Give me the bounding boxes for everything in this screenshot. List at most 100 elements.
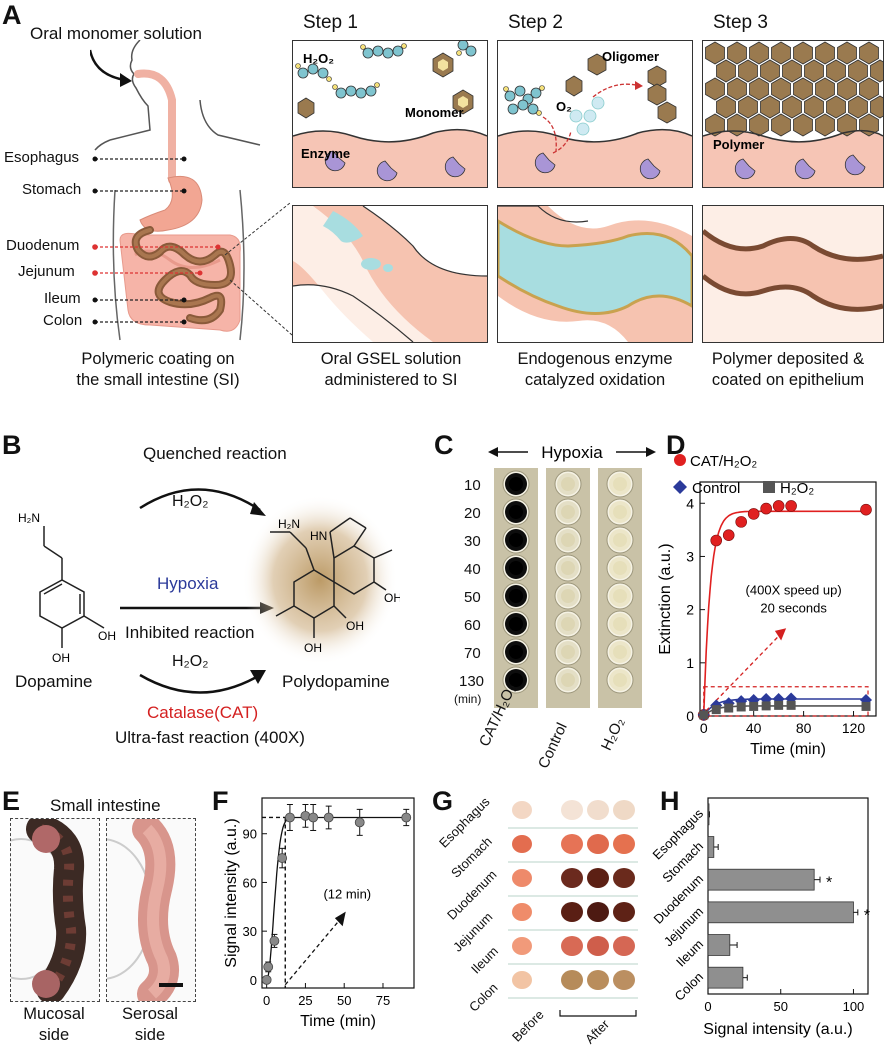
serosal-side-line1: Serosal [122, 1005, 178, 1023]
plot-frame [707, 797, 869, 995]
column-label-control: Control [535, 720, 571, 772]
quenched-reaction-label: Quenched reaction [143, 444, 287, 463]
time-label: 60 [464, 617, 481, 634]
step-2-illustration: Oligomer O₂ [498, 49, 692, 187]
small-intestine-title: Small intestine [50, 796, 161, 815]
h2o2-bottom-label: H₂O₂ [172, 653, 209, 670]
polymer-hexagon [716, 95, 736, 119]
well-liquid [561, 477, 575, 491]
fit-curve [702, 510, 866, 717]
data-point [761, 701, 771, 711]
oral-monomer-label: Oral monomer solution [30, 24, 202, 43]
data-point [747, 694, 760, 707]
polymer-hexagon [749, 77, 769, 101]
data-point [711, 705, 721, 715]
time-label: 70 [464, 645, 481, 662]
x-tick-label: 120 [842, 720, 866, 736]
step-3-tissue-box [702, 205, 884, 343]
hypoxia-header: Hypoxia [541, 443, 603, 462]
tissue-sample-after [561, 868, 583, 888]
well-liquid [561, 589, 575, 603]
annotation-arrowhead [334, 911, 346, 927]
g-organ-label: Duodenum [444, 867, 500, 923]
organ-label-ileum: Ileum [44, 290, 81, 307]
polydopamine-oh-2: OH [346, 619, 364, 633]
bar [707, 901, 854, 924]
bar [707, 836, 715, 858]
data-point [277, 853, 288, 863]
annotation-text: (12 min) [323, 887, 371, 902]
data-point [749, 701, 759, 711]
well-liquid [509, 533, 523, 547]
tissue-sample-after [613, 800, 635, 820]
polydopamine-hn: HN [310, 529, 327, 543]
polymer-hexagon [870, 95, 883, 119]
step-1-tissue-illustration [293, 206, 487, 342]
panel-letter-e: E [2, 786, 21, 816]
step-3-illustration: Polymer [703, 41, 883, 187]
catalase-label: Catalase(CAT) [147, 703, 259, 722]
step-1-title: Step 1 [303, 12, 358, 33]
panel-letter-f: F [212, 786, 229, 816]
data-point [786, 700, 796, 710]
panel-letter-d: D [666, 430, 686, 460]
dopamine-nh2: H₂N [18, 511, 40, 525]
polymer-hexagon [760, 59, 780, 83]
tissue-sample-after [587, 800, 609, 820]
data-point [724, 703, 734, 713]
tissue-sample-after [561, 834, 583, 854]
polymer-hexagon [771, 113, 791, 137]
tissue-sample-after [613, 868, 635, 888]
data-point [354, 817, 365, 828]
step-3-polymer-label: Polymer [713, 137, 764, 152]
data-point [401, 812, 412, 823]
polymer-hexagon [793, 41, 813, 65]
tissue-sample-after [561, 800, 583, 820]
step-1-h2o2-label: H₂O₂ [303, 51, 334, 66]
polymer-hexagon [771, 41, 791, 65]
data-point [860, 503, 872, 516]
panel-letter-h: H [660, 786, 680, 816]
time-label: 10 [464, 477, 481, 494]
well-liquid [509, 673, 523, 687]
organ-leader-lines [92, 156, 221, 325]
tissue-sample-after [587, 834, 609, 854]
polydopamine-nh2: H₂N [278, 517, 300, 531]
polymer-hexagon [749, 41, 769, 65]
mucosal-intestine-illustration [11, 819, 87, 1001]
organ-label-stomach: Stomach [22, 181, 82, 198]
x-axis-label: Time (min) [300, 1013, 376, 1030]
bar [707, 868, 815, 891]
polymer-hexagon [793, 113, 813, 137]
x-tick-label: 0 [263, 993, 270, 1008]
step-2-caption: Endogenous enzyme catalyzed oxidation [490, 349, 700, 391]
dopamine-label: Dopamine [15, 672, 93, 691]
well-liquid [509, 505, 523, 519]
y-tick-label: 0 [686, 708, 694, 724]
tissue-sample-after [587, 902, 609, 922]
tissue-sample-before [512, 971, 532, 989]
x-tick-label: 50 [337, 993, 351, 1008]
data-point [760, 502, 772, 515]
polymer-hexagon [749, 113, 769, 137]
data-point [722, 529, 735, 541]
step-3-caption: Polymer deposited & coated on epithelium [690, 349, 886, 391]
plot-frame [261, 797, 415, 989]
data-point [263, 961, 274, 972]
polymer-hexagon [738, 95, 758, 119]
data-point [785, 500, 797, 512]
polymer-hexagon [815, 113, 835, 137]
polymer-hexagon [859, 41, 879, 65]
polymer-hexagon [771, 77, 791, 101]
step-2-o2-label: O₂ [556, 99, 572, 114]
well-liquid [509, 645, 523, 659]
polymer-hexagon [760, 95, 780, 119]
time-label: 130 [459, 673, 485, 690]
step-1-caption: Oral GSEL solution administered to SI [286, 349, 496, 391]
polymer-hexagon [793, 77, 813, 101]
column-label-h2o2: H₂O₂ [598, 715, 628, 754]
x-tick-label: 0 [704, 999, 711, 1014]
polymer-hexagon [837, 77, 857, 101]
